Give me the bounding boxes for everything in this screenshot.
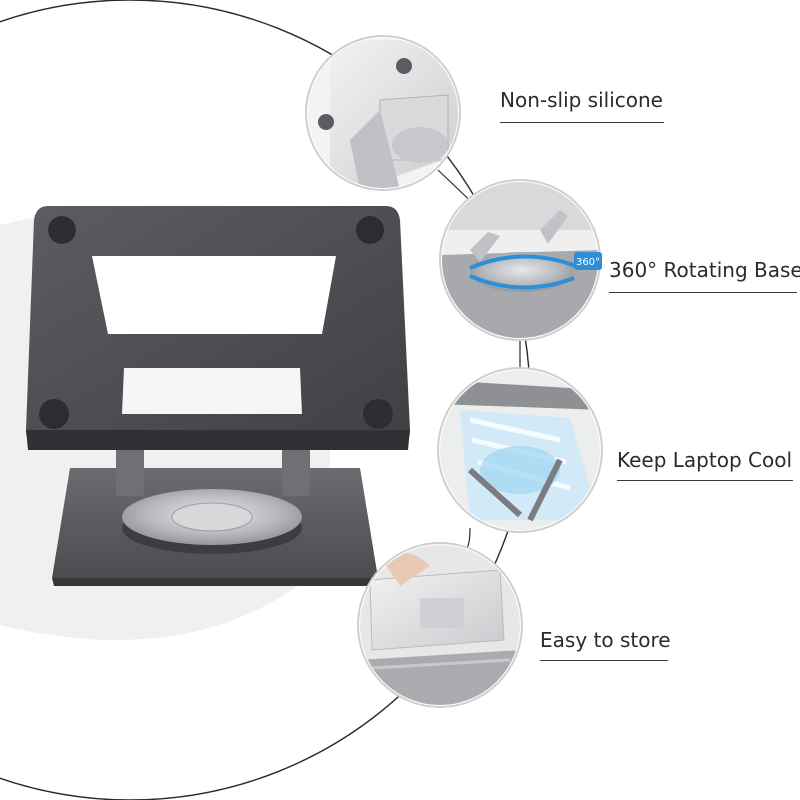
feature-label-rotating-base: 360° Rotating Base <box>609 258 800 282</box>
feature-circle-silicone <box>305 35 461 191</box>
feature-label-keep-cool: Keep Laptop Cool <box>617 448 792 472</box>
feature-label-storage: Easy to store <box>540 628 671 652</box>
badge-360 <box>574 252 602 270</box>
feature-underline-silicone <box>500 122 664 123</box>
feature-underline-keep-cool <box>617 480 793 481</box>
feature-circle-rotating-base: 360° <box>439 179 602 341</box>
feature-circle-storage <box>357 542 523 708</box>
badge-360-text: 360° <box>576 257 600 268</box>
feature-underline-rotating-base <box>609 292 797 293</box>
feature-circle-airflow <box>437 367 603 533</box>
laptop-stand <box>26 206 410 586</box>
feature-underline-storage <box>540 660 668 661</box>
feature-label-silicone: Non-slip silicone <box>500 88 663 112</box>
